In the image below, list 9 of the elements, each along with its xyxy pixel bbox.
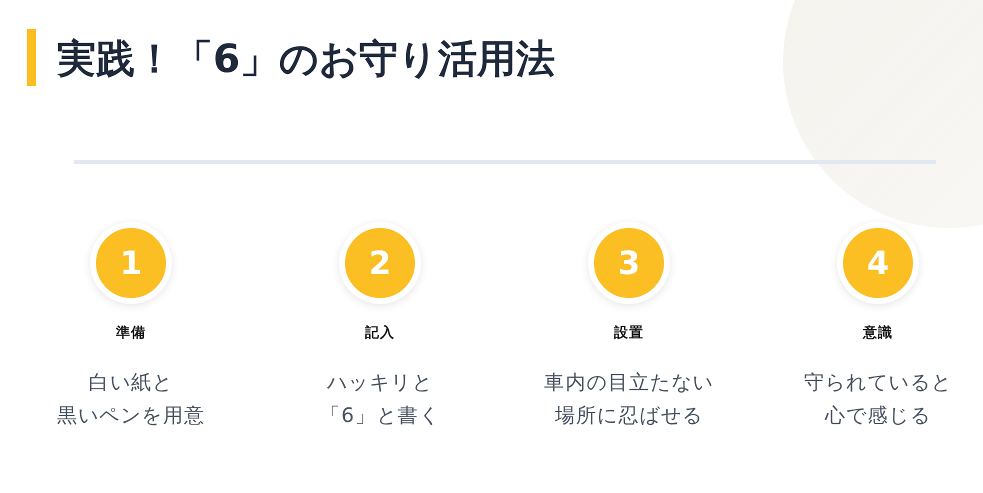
- step-heading: 設置: [614, 324, 644, 343]
- step-description: 車内の目立たない場所に忍ばせる: [544, 369, 714, 429]
- step-description: 守られていると心で感じる: [804, 369, 952, 429]
- step-heading: 意識: [863, 324, 893, 343]
- title: 実践！「6」のお守り活用法: [57, 36, 556, 83]
- step-description: 白い紙と黒いペンを用意: [56, 369, 206, 429]
- step-heading: 記入: [365, 324, 395, 343]
- step-description: ハッキリと「6」と書く: [320, 369, 440, 429]
- step-heading: 準備: [116, 324, 146, 343]
